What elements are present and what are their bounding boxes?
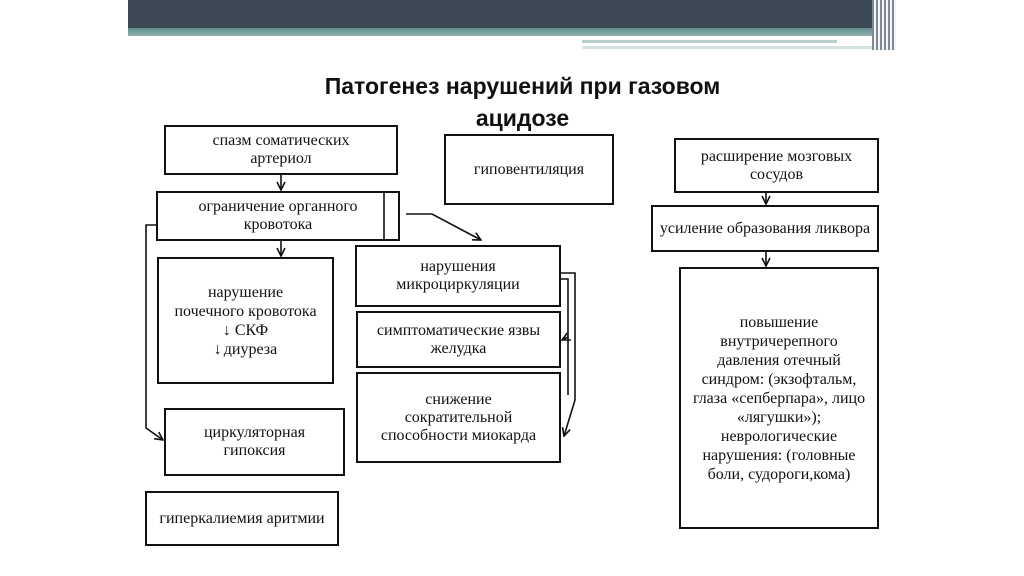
box-organ-blood-flow-text: ограничение органного кровотока bbox=[198, 198, 358, 233]
box-icp-text: повышение внутричерепного давления отечн… bbox=[692, 313, 866, 483]
box-renal-text: нарушение почечного кровотока bbox=[174, 283, 317, 320]
box-myocardium: снижение сократительной способности миок… bbox=[356, 372, 561, 463]
box-organ-blood-flow: ограничение органного кровотока bbox=[156, 191, 400, 241]
slide-top-bar bbox=[128, 0, 896, 28]
box-ulcers: симптоматические язвы желудка bbox=[356, 311, 561, 368]
box-myocardium-text: снижение сократительной способности миок… bbox=[380, 390, 537, 444]
bracket-micro bbox=[561, 278, 569, 395]
arrow-micro-to-ulcers bbox=[562, 337, 568, 340]
box-microcirculation-text: нарушения микроциркуляции bbox=[396, 258, 520, 293]
box-brain-vessels-text: расширение мозговых сосудов bbox=[700, 147, 853, 183]
arrow-down-icon: ↓ bbox=[222, 321, 231, 339]
box-ulcers-text: симптоматические язвы желудка bbox=[376, 321, 541, 357]
bracket-micro-outer bbox=[561, 272, 576, 436]
title-line-2: ацидозе bbox=[475, 105, 570, 131]
title-line-1: Патогенез нарушений при газовом bbox=[324, 73, 721, 99]
slide-top-line bbox=[582, 40, 837, 43]
slide-title: Патогенез нарушений при газовом ацидозе bbox=[250, 70, 795, 134]
slide-top-ornament bbox=[872, 0, 896, 50]
box-hypoxia: циркуляторная гипоксия bbox=[164, 408, 345, 476]
box-renal: нарушение почечного кровотока ↓ СКФ ↓ ди… bbox=[157, 257, 334, 384]
box-liquor: усиление образования ликвора bbox=[651, 205, 879, 252]
box-microcirculation: нарушения микроциркуляции bbox=[355, 245, 561, 307]
box-renal-diuresis: диуреза bbox=[223, 340, 278, 358]
box-spasm-text: спазм соматических артериол bbox=[212, 132, 350, 167]
box-liquor-text: усиление образования ликвора bbox=[659, 219, 871, 237]
slide-top-stripe bbox=[128, 28, 896, 36]
box-spasm: спазм соматических артериол bbox=[164, 125, 398, 175]
box-hyperkalemia-text: гиперкалиемия аритмии bbox=[159, 509, 325, 527]
box-hypoxia-text: циркуляторная гипоксия bbox=[203, 424, 306, 459]
box-brain-vessels: расширение мозговых сосудов bbox=[674, 138, 879, 193]
box-renal-gfr: СКФ bbox=[234, 321, 269, 339]
box-icp: повышение внутричерепного давления отечн… bbox=[679, 267, 879, 529]
box-hypoventilation: гиповентиляция bbox=[444, 134, 614, 205]
arrow-flow-to-micro bbox=[406, 213, 481, 240]
box-hyperkalemia: гиперкалиемия аритмии bbox=[145, 491, 339, 546]
arrow-flow-to-hypoxia bbox=[145, 224, 163, 440]
box-hypoventilation-text: гиповентиляция bbox=[473, 160, 585, 178]
slide-top-line-2 bbox=[582, 46, 892, 49]
arrow-down-icon: ↓ bbox=[213, 340, 222, 358]
